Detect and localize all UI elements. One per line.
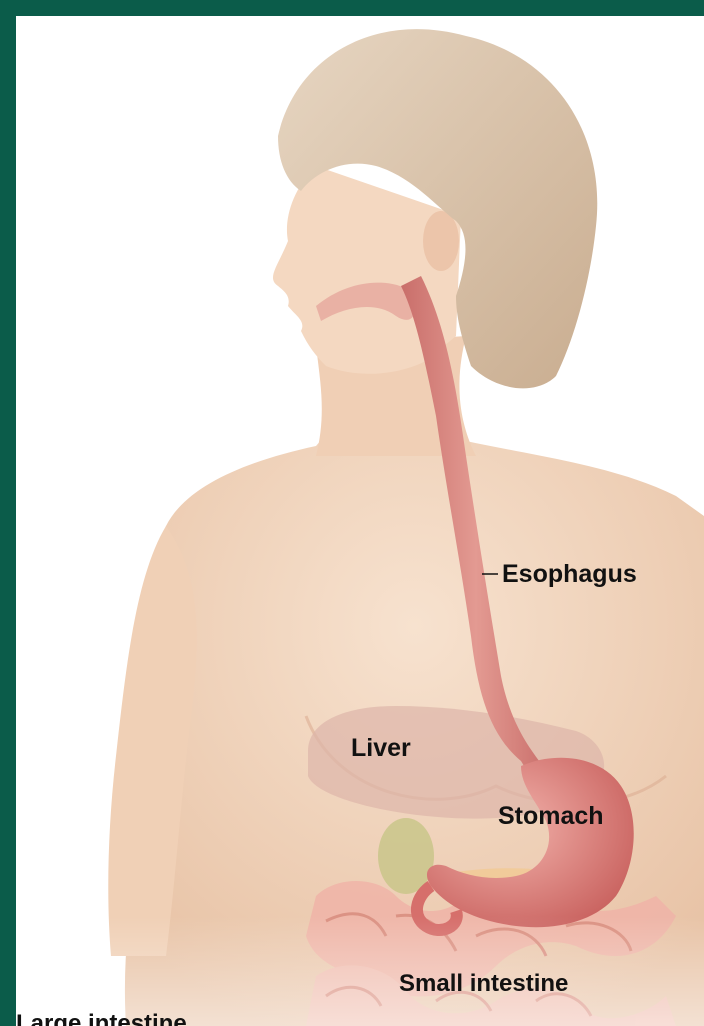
anatomy-illustration — [16, 16, 704, 1026]
ear — [423, 211, 459, 271]
large-intestine-label: Large intestine — [16, 1010, 187, 1026]
small-intestine-label: Small intestine — [399, 970, 568, 998]
liver-label: Liver — [351, 734, 411, 763]
esophagus-label: Esophagus — [502, 560, 637, 589]
stomach-label: Stomach — [498, 802, 604, 831]
illustration-canvas: Esophagus Liver Stomach Small intestine … — [16, 16, 704, 1026]
